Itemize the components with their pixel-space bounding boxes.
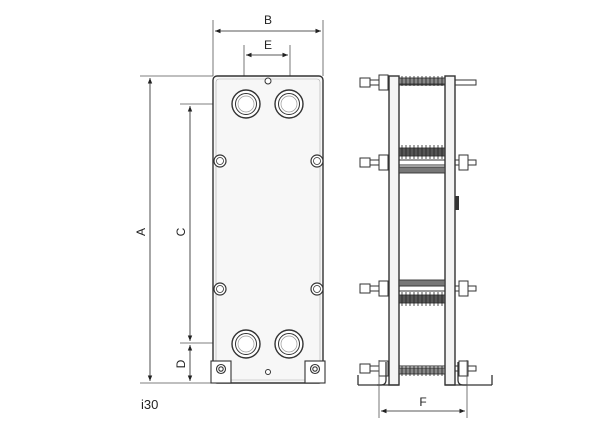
dimension-lines [147, 28, 321, 381]
dim-label-c: C [174, 227, 188, 236]
front-bolts [213, 154, 324, 296]
front-plate [212, 75, 324, 384]
dim-label-a: A [134, 228, 148, 236]
side-view: F [357, 74, 493, 418]
dimension-f [378, 360, 468, 418]
drain-hole [265, 369, 271, 375]
side-feet [357, 362, 493, 386]
dim-label-f: F [419, 395, 426, 409]
pressure-plate [444, 75, 456, 386]
vent-hole [264, 77, 272, 85]
tie-rods [367, 79, 477, 372]
port-bottom-left [231, 329, 261, 359]
front-frame-plate [388, 75, 400, 386]
front-view: B E A C D [134, 13, 326, 384]
rod-end-caps [359, 77, 371, 374]
port-bottom-right [274, 329, 304, 359]
foot-left [210, 360, 232, 384]
dim-label-b: B [264, 13, 272, 27]
model-label: i30 [141, 397, 158, 412]
bolt-upper-right [310, 154, 324, 168]
dim-label-e: E [264, 38, 272, 52]
bolt-lower-right [310, 282, 324, 296]
bolt-upper-left [213, 154, 227, 168]
port-connections [231, 89, 304, 359]
foot-right [304, 360, 326, 384]
pressure-plate-tab [455, 196, 459, 210]
dim-label-d: D [174, 359, 188, 368]
port-top-right [274, 89, 304, 119]
bolt-lower-left [213, 282, 227, 296]
side-nuts [378, 74, 469, 377]
plate-ridges [401, 76, 443, 376]
port-top-left [231, 89, 261, 119]
front-feet [210, 360, 326, 384]
